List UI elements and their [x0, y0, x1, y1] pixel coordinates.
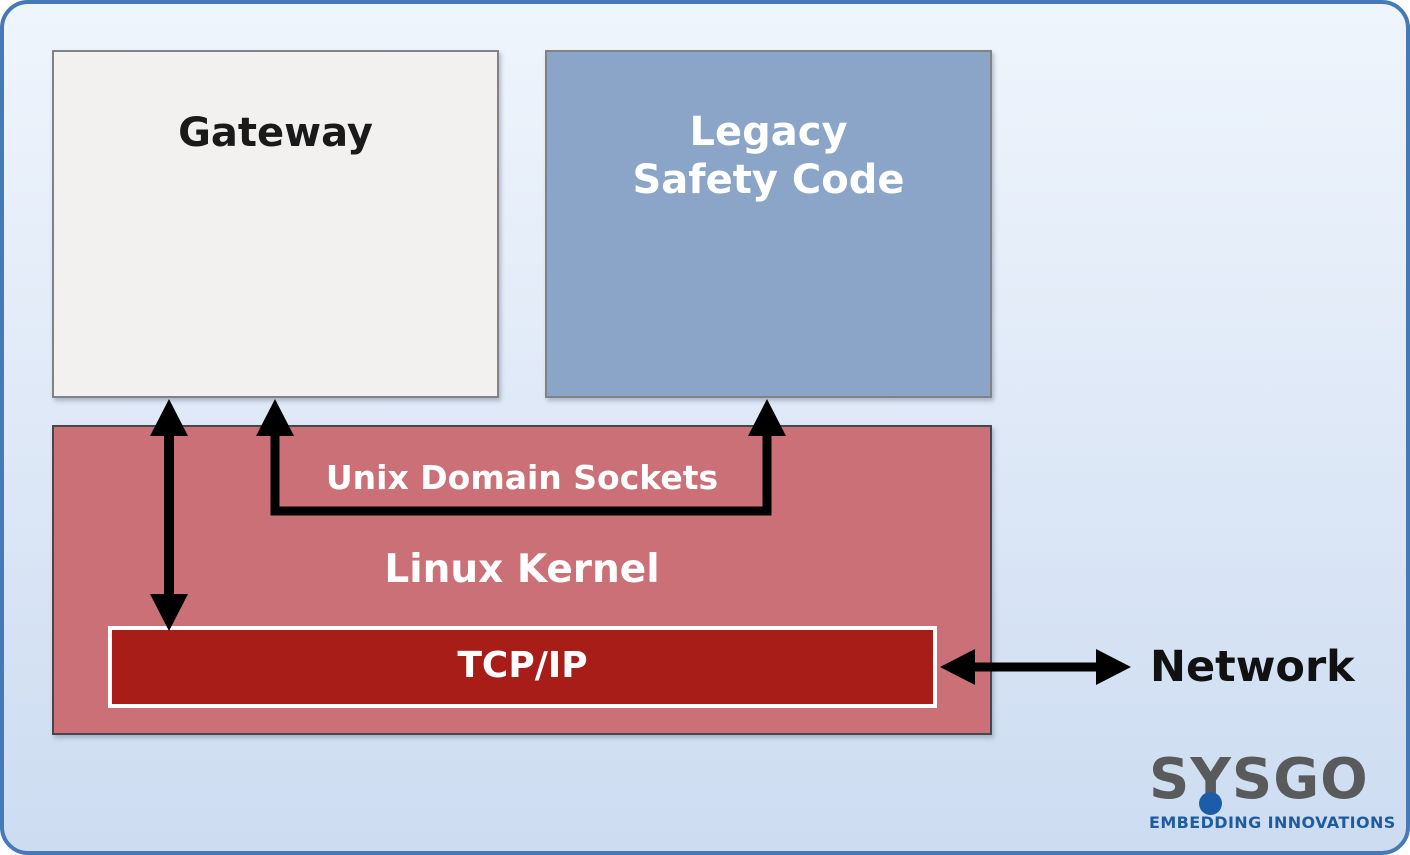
gateway-label: Gateway — [178, 110, 373, 156]
sysgo-logo: SYSGO EMBEDDING INNOVATIONS — [1149, 747, 1396, 833]
tcpip-box: TCP/IP — [108, 626, 937, 708]
tcpip-label: TCP/IP — [457, 645, 588, 686]
legacy-label-line1: Legacy — [689, 109, 848, 155]
legacy-safety-code-box: Legacy Safety Code — [545, 50, 992, 398]
gateway-box: Gateway — [52, 50, 499, 398]
linux-kernel-label: Linux Kernel — [384, 547, 660, 592]
legacy-safety-code-label: Legacy Safety Code — [547, 52, 990, 204]
sysgo-logo-tagline: EMBEDDING INNOVATIONS — [1149, 813, 1396, 832]
network-label: Network — [1150, 642, 1355, 692]
sysgo-logo-wordmark: SYSGO — [1149, 747, 1369, 812]
linux-kernel-box: Unix Domain Sockets Linux Kernel TCP/IP — [52, 425, 992, 735]
legacy-label-line2: Safety Code — [632, 157, 905, 203]
sysgo-logo-dot-icon — [1199, 792, 1222, 815]
unix-domain-sockets-label: Unix Domain Sockets — [325, 458, 719, 497]
